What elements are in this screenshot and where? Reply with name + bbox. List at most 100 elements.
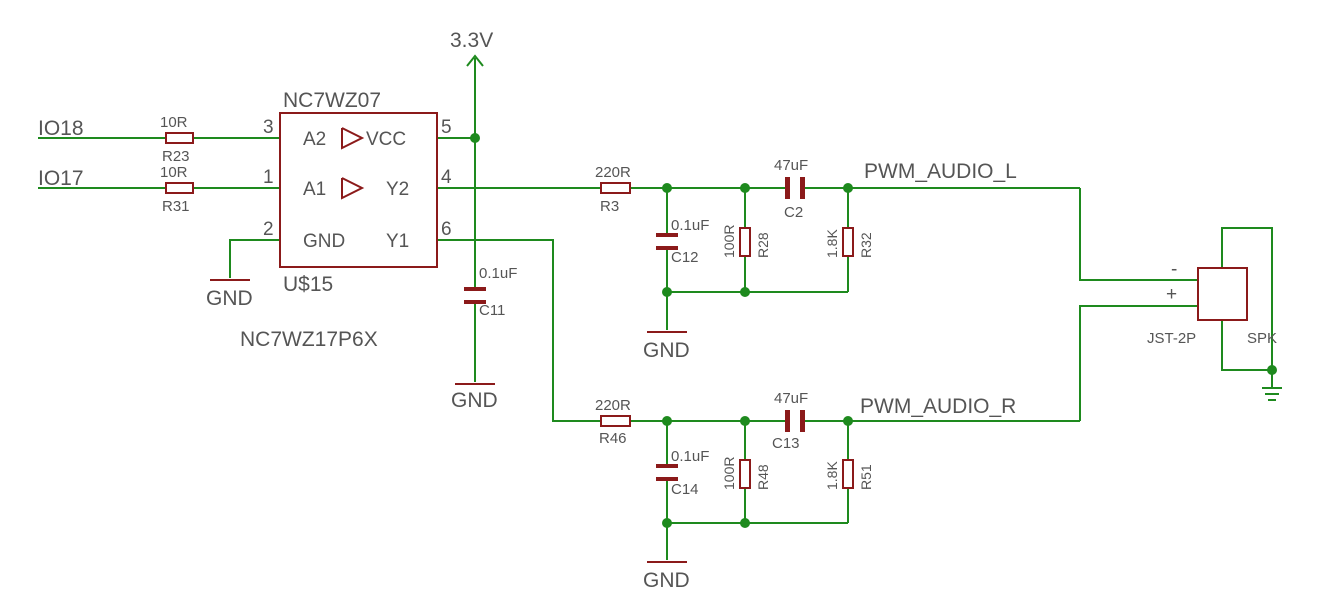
capacitor-plate (464, 300, 486, 304)
resistor-r23: 10R R23 (160, 114, 194, 165)
junction-dot (740, 518, 750, 528)
junction-dot (662, 416, 672, 426)
capacitor-c2: 47uF C2 (774, 157, 808, 221)
resistor-ref: R31 (162, 198, 190, 215)
chip-top-label: NC7WZ07 (283, 89, 381, 112)
resistor-r3: 220R R3 (595, 164, 631, 215)
resistor-ref: R46 (599, 430, 627, 447)
ground-label: GND (451, 389, 498, 412)
resistor-value: 100R (721, 225, 737, 258)
capacitor-plate (785, 410, 790, 432)
pin-name-a1: A1 (303, 179, 326, 200)
junction-dot (740, 287, 750, 297)
capacitor-c12: 0.1uF C12 (656, 217, 709, 266)
chip-ref: U$15 (283, 273, 333, 296)
wire-spk-shield-bottom (1221, 320, 1272, 371)
pin-name-vcc: VCC (366, 129, 406, 150)
junction-dot (843, 183, 853, 193)
ground-symbol-c11: GND (451, 383, 498, 412)
resistor-body (165, 182, 194, 194)
resistor-value: 10R (160, 114, 188, 131)
capacitor-plate (656, 477, 678, 481)
resistor-ref: R48 (755, 464, 771, 490)
resistor-r31: 10R R31 (160, 164, 194, 215)
pin-name-y2: Y2 (386, 179, 409, 200)
net-label-pwm-audio-l: PWM_AUDIO_L (864, 160, 1017, 183)
capacitor-value: 47uF (774, 157, 808, 174)
ground-symbol-chip: GND (206, 279, 253, 310)
resistor-body (842, 459, 854, 489)
capacitor-plate (656, 233, 678, 237)
pin-number-2: 2 (263, 219, 274, 240)
chip-value: NC7WZ17P6X (240, 328, 378, 351)
wire-net-l-spk-minus (1079, 188, 1198, 281)
pin-name-a2: A2 (303, 129, 326, 150)
capacitor-plate (800, 410, 805, 432)
resistor-value: 10R (160, 164, 188, 181)
capacitor-value: 0.1uF (671, 217, 709, 234)
capacitor-plate (785, 177, 790, 199)
junction-dot (843, 416, 853, 426)
resistor-value: 1.8K (824, 229, 840, 258)
ground-label: GND (643, 569, 690, 592)
capacitor-c14: 0.1uF C14 (656, 448, 709, 498)
resistor-r46: 220R R46 (595, 397, 631, 447)
capacitor-ref: C14 (671, 481, 699, 498)
pin-name-y1: Y1 (386, 231, 409, 252)
junction-dot (662, 183, 672, 193)
resistor-ref: R32 (858, 232, 874, 258)
resistor-body (842, 227, 854, 257)
ground-label: GND (206, 287, 253, 310)
connector-type: JST-2P (1147, 330, 1196, 347)
connector-minus-pin: - (1171, 259, 1177, 280)
resistor-value: 220R (595, 164, 631, 181)
speaker-connector-spk: - + JST-2P SPK (1147, 259, 1277, 347)
junction-dot (662, 518, 672, 528)
input-label-io18: IO18 (38, 117, 84, 140)
resistor-value: 220R (595, 397, 631, 414)
pin-name-gnd: GND (303, 231, 345, 252)
net-label-pwm-audio-r: PWM_AUDIO_R (860, 395, 1016, 418)
resistor-body (165, 132, 194, 144)
resistor-body (600, 415, 631, 427)
resistor-r51: 1.8K R51 (824, 459, 874, 490)
pin-number-4: 4 (441, 167, 452, 188)
capacitor-value: 0.1uF (479, 265, 517, 282)
power-symbol-3v3: 3.3V (450, 29, 493, 67)
resistor-r28: 100R R28 (721, 225, 771, 258)
connector-body (1197, 267, 1248, 321)
connector-ref: SPK (1247, 330, 1277, 347)
resistor-body (739, 459, 751, 489)
resistor-body (739, 227, 751, 257)
pin-number-6: 6 (441, 219, 452, 240)
junction-dot (740, 416, 750, 426)
ground-label: GND (643, 339, 690, 362)
capacitor-c11: 0.1uF C11 (464, 265, 517, 319)
capacitor-value: 0.1uF (671, 448, 709, 465)
pin-number-5: 5 (441, 117, 452, 138)
resistor-r32: 1.8K R32 (824, 227, 874, 258)
resistor-ref: R51 (858, 464, 874, 490)
resistor-ref: R23 (162, 148, 190, 165)
wire-net-r-spk-plus (1079, 305, 1198, 421)
resistor-ref: R3 (600, 198, 619, 215)
resistor-r48: 100R R48 (721, 457, 771, 490)
chip-body (279, 112, 438, 268)
wire-chip-gnd (229, 239, 280, 278)
earth-symbol-speaker (1262, 370, 1282, 401)
capacitor-ref: C13 (772, 435, 800, 452)
capacitor-plate (656, 464, 678, 468)
junction-dot (740, 183, 750, 193)
capacitor-plate (800, 177, 805, 199)
capacitor-plate (656, 246, 678, 250)
ground-symbol-left: GND (643, 331, 690, 362)
chip-u15: NC7WZ07 U$15 NC7WZ17P6X A2 A1 GND VCC Y2… (240, 89, 452, 351)
ground-symbol-right: GND (643, 561, 690, 592)
capacitor-ref: C12 (671, 249, 699, 266)
connector-plus-pin: + (1166, 284, 1177, 305)
capacitor-plate (464, 287, 486, 291)
capacitor-value: 47uF (774, 390, 808, 407)
capacitor-ref: C2 (784, 204, 803, 221)
wire-spk-shield-top (1221, 227, 1273, 370)
